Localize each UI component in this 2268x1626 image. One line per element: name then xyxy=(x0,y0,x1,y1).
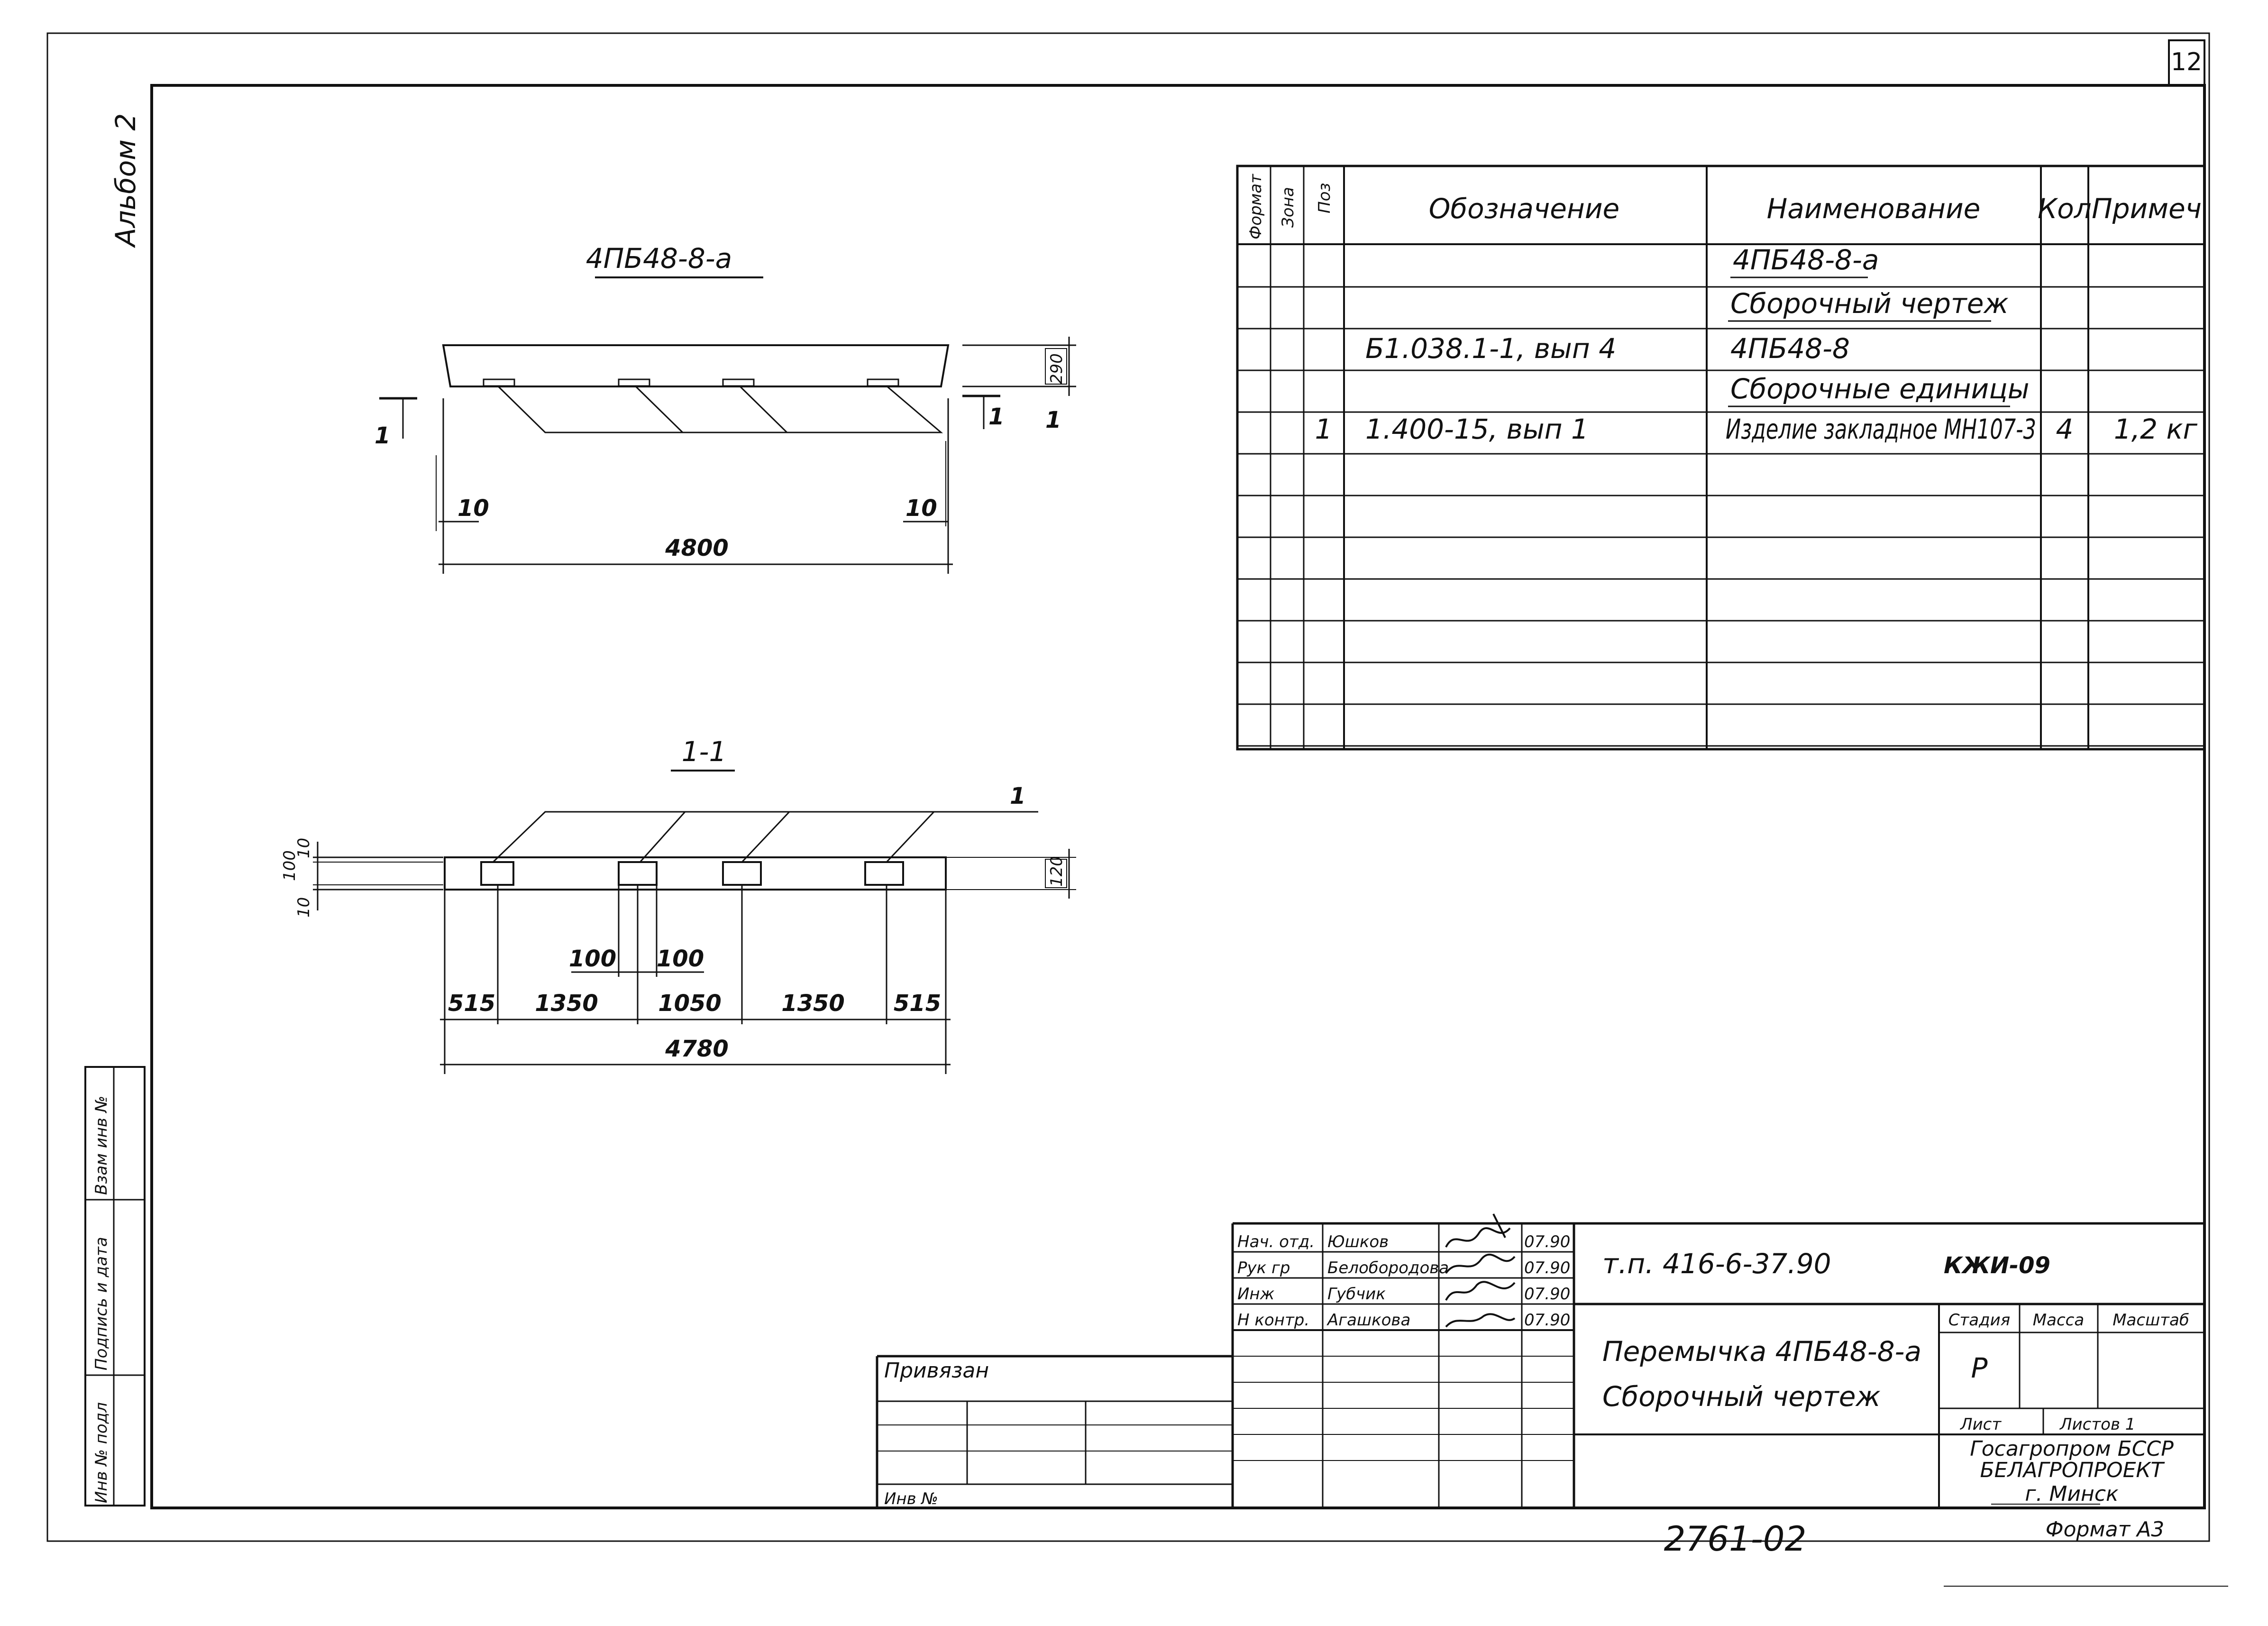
album-label: Альбом 2 xyxy=(110,113,142,248)
dim-spacing-4: 1350 xyxy=(781,990,845,1017)
handwritten-signatures xyxy=(1445,1213,1516,1328)
spec-row-5-designation: 1.400-15, вып 1 xyxy=(1365,413,1589,445)
sign-date-2: 07.90 xyxy=(1524,1259,1570,1277)
spec-col-designation: Обозначение xyxy=(1429,193,1619,225)
spec-row-5-name: Изделие закладное МН107-3 xyxy=(1726,413,2036,445)
stage-label: Стадия xyxy=(1948,1311,2010,1330)
spec-row-3-name: 4ПБ48-8 xyxy=(1730,332,1850,365)
sign-role-4: Н контр. xyxy=(1237,1311,1309,1330)
dim-end-right: 10 xyxy=(905,495,937,522)
sheet-number: 12 xyxy=(2171,48,2202,76)
sign-date-4: 07.90 xyxy=(1524,1311,1570,1330)
dim-spacing-5: 515 xyxy=(894,990,941,1017)
strip-label-sign-date: Подпись и дата xyxy=(92,1237,111,1370)
org-line-2: БЕЛАГРОПРОЕКТ xyxy=(1980,1458,2165,1482)
stage-value: Р xyxy=(1971,1352,1988,1384)
spec-col-note: Примеч xyxy=(2092,193,2202,225)
sheet-frame xyxy=(46,32,2210,1542)
section-mark-right: 1 xyxy=(988,404,1004,430)
sign-name-2: Белобородова xyxy=(1327,1259,1449,1277)
spec-row-5-pos: 1 xyxy=(1315,413,1333,445)
sheets-label: Листов 1 xyxy=(2059,1415,2135,1434)
archive-number: 2761-02 xyxy=(1664,1519,1807,1559)
title-block xyxy=(876,1222,2204,1508)
section-title: 1-1 xyxy=(682,735,727,768)
spec-row-5-note: 1,2 кг xyxy=(2114,413,2198,445)
binding-strip xyxy=(84,1066,146,1507)
sign-role-2: Рук гр xyxy=(1237,1259,1290,1277)
section-leader-label: 1 xyxy=(1010,783,1025,809)
scale-label: Масштаб xyxy=(2113,1311,2189,1330)
dim-height-120: 120 xyxy=(1047,856,1066,887)
product-subtitle: Сборочный чертеж xyxy=(1602,1380,1881,1413)
doc-code: т.п. 416-6-37.90 xyxy=(1602,1248,1831,1280)
spec-col-qty: Кол xyxy=(2038,193,2092,225)
spec-table xyxy=(1236,165,2206,751)
inv-label: Инв № xyxy=(884,1489,938,1508)
spec-col-pos: Поз xyxy=(1315,183,1334,213)
sign-name-3: Губчик xyxy=(1327,1285,1386,1304)
sign-role-3: Инж xyxy=(1237,1285,1275,1304)
dim-end-left: 10 xyxy=(457,495,489,522)
org-line-1: Госагропром БССР xyxy=(1970,1437,2174,1461)
sign-role-1: Нач. отд. xyxy=(1237,1232,1315,1251)
dim-spacing-2: 1350 xyxy=(535,990,598,1017)
sheet-label: Лист xyxy=(1959,1415,2002,1434)
dim-plate-left: 100 xyxy=(569,946,616,972)
org-line-3: г. Минск xyxy=(2025,1482,2119,1506)
product-title: Перемычка 4ПБ48-8-а xyxy=(1602,1335,1921,1368)
elevation-view: 4ПБ48-8-а 290 1 1 1 10 xyxy=(375,242,1076,574)
dim-plate-right: 100 xyxy=(657,946,704,972)
dim-left-bottom: 10 xyxy=(294,897,313,918)
strip-label-inv-orig: Инв № подл xyxy=(92,1402,111,1503)
sign-date-3: 07.90 xyxy=(1524,1285,1570,1304)
dim-left-top: 10 xyxy=(294,838,313,858)
section-mark-right-label: 1 xyxy=(1045,407,1061,433)
sign-date-1: 07.90 xyxy=(1524,1232,1570,1251)
sign-name-1: Юшков xyxy=(1327,1232,1389,1251)
dim-left-mid: 100 xyxy=(280,850,299,881)
sheet-code: КЖИ-09 xyxy=(1944,1252,2050,1279)
spec-row-4-name: Сборочные единицы xyxy=(1730,373,2030,405)
spec-row-2-name: Сборочный чертеж xyxy=(1730,287,2009,320)
spec-col-name: Наименование xyxy=(1767,193,1981,225)
dim-height-290: 290 xyxy=(1047,353,1066,384)
format-label: Формат А3 xyxy=(2046,1517,2165,1542)
spec-col-zone: Зона xyxy=(1279,187,1298,228)
elevation-title: 4ПБ48-8-а xyxy=(586,242,732,275)
spec-row-1-name: 4ПБ48-8-а xyxy=(1733,244,1879,276)
dim-total-length-elevation: 4800 xyxy=(665,535,729,561)
spec-row-5-qty: 4 xyxy=(2056,413,2074,445)
dim-spacing-1: 515 xyxy=(448,990,495,1017)
dim-total-length-section: 4780 xyxy=(665,1036,729,1062)
bound-label: Привязан xyxy=(884,1359,989,1383)
section-1-1: 1-1 1 10 100 10 120 xyxy=(280,735,1076,1074)
spec-col-format: Формат xyxy=(1246,174,1265,239)
mass-label: Масса xyxy=(2033,1311,2084,1330)
sign-name-4: Агашкова xyxy=(1326,1311,1410,1330)
section-mark-left: 1 xyxy=(375,423,390,449)
dim-spacing-3: 1050 xyxy=(658,990,722,1017)
strip-label-inv-swap: Взам инв № xyxy=(92,1096,111,1195)
spec-row-3-designation: Б1.038.1-1, вып 4 xyxy=(1365,332,1616,365)
